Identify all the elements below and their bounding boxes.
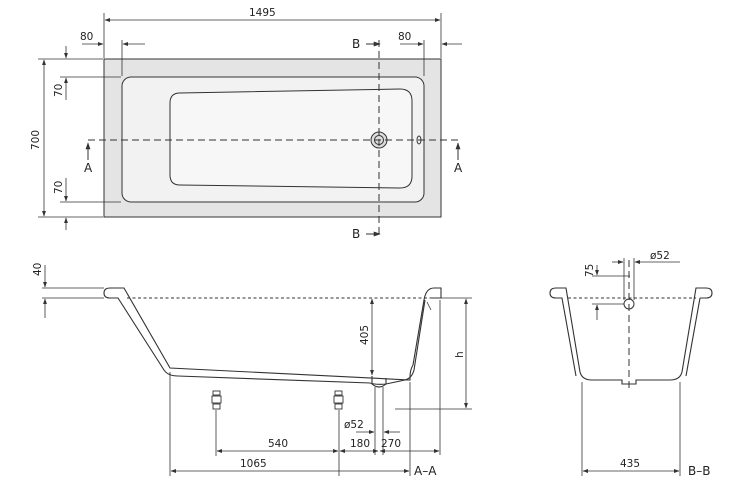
dim-h-text: h bbox=[454, 351, 466, 358]
aa-overflow-mark bbox=[426, 301, 432, 311]
dim-80-left-text: 80 bbox=[80, 31, 93, 43]
section-aa-label: A–A bbox=[414, 464, 437, 478]
dim-d52-text: ø52 bbox=[344, 419, 364, 431]
dim-540-text: 540 bbox=[268, 438, 288, 450]
bb-rim-left bbox=[549, 287, 577, 377]
dim-1495-text: 1495 bbox=[249, 7, 276, 19]
dim-80-right-text: 80 bbox=[398, 31, 411, 43]
dim-70-top-text: 70 bbox=[53, 84, 65, 97]
section-a-left-label: A bbox=[84, 161, 93, 175]
section-a-right-label: A bbox=[454, 161, 463, 175]
section-b-top-label: B bbox=[352, 37, 360, 51]
aa-rim-left bbox=[110, 287, 442, 381]
dim-180-text: 180 bbox=[350, 438, 370, 450]
aa-foot-right bbox=[333, 390, 344, 410]
section-bb-label: B–B bbox=[688, 464, 710, 478]
aa-rim-left-lip bbox=[103, 287, 371, 384]
bb-inner-right bbox=[685, 297, 701, 377]
section-b-b-view: 75 ø52 435 B–B bbox=[549, 250, 713, 478]
dim-700-text: 700 bbox=[30, 130, 42, 150]
dim-75-text: 75 bbox=[584, 264, 596, 277]
section-a-a-view: 40 405 h ø52 540 bbox=[32, 263, 472, 478]
bb-outer-profile bbox=[556, 287, 713, 385]
dim-40-text: 40 bbox=[32, 263, 44, 276]
plan-view: A A B B 1495 80 80 700 70 bbox=[30, 7, 463, 241]
section-b-bottom-label: B bbox=[352, 227, 360, 241]
plan-basin-floor bbox=[169, 88, 413, 189]
dim-70-bottom-text: 70 bbox=[53, 181, 65, 194]
aa-foot-left bbox=[211, 390, 222, 410]
dim-435-text: 435 bbox=[620, 458, 640, 470]
aa-inner-profile bbox=[369, 299, 426, 385]
aa-drain bbox=[371, 376, 387, 388]
dim-270-text: 270 bbox=[381, 438, 401, 450]
dim-bb-d52-text: ø52 bbox=[650, 250, 670, 262]
dim-405-text: 405 bbox=[359, 325, 371, 345]
dim-1065-text: 1065 bbox=[240, 458, 267, 470]
